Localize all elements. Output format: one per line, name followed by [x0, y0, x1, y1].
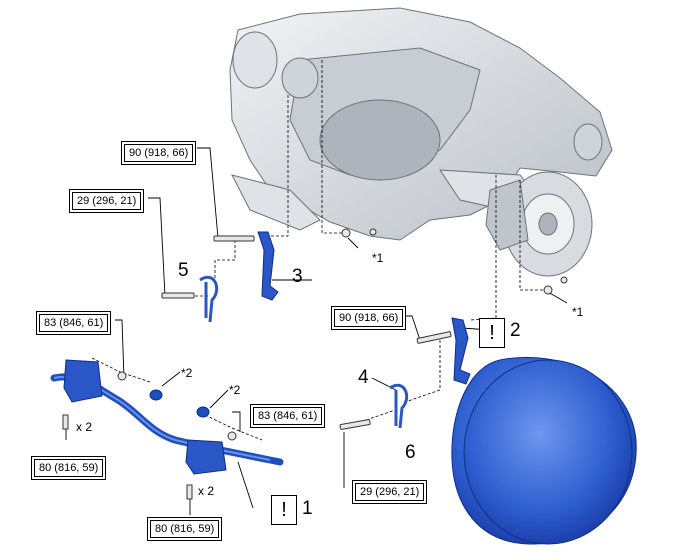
stabilizer-link-no3 — [257, 231, 279, 301]
torque-spec-text: 90 (918, 66) — [124, 144, 194, 162]
callout-2: 2 — [510, 320, 521, 341]
torque-spec-box: 29 (296, 21) — [352, 480, 428, 504]
torque-spec-box: 83 (846, 61) — [36, 311, 112, 335]
caution-mark: ! — [479, 318, 505, 348]
washers — [149, 389, 210, 418]
note-mark: *2 — [229, 383, 241, 397]
note-mark: *1 — [372, 251, 384, 265]
caution-mark: ! — [271, 495, 297, 525]
callout-6: 6 — [405, 442, 416, 463]
torque-spec-text: 83 (846, 61) — [39, 314, 109, 332]
fasteners — [62, 228, 568, 500]
callout-3: 3 — [292, 266, 303, 287]
torque-spec-text: 29 (296, 21) — [72, 192, 142, 210]
quantity-label: x 2 — [198, 484, 215, 498]
torque-spec-text: 90 (918, 66) — [334, 309, 404, 327]
torque-spec-text: 83 (846, 61) — [253, 407, 323, 425]
torque-spec-box: 29 (296, 21) — [69, 189, 145, 213]
quantity-label: x 2 — [76, 420, 93, 434]
torque-spec-box: 90 (918, 66) — [331, 306, 407, 330]
torque-spec-box: 80 (816, 59) — [147, 517, 223, 541]
torque-spec-box: 83 (846, 61) — [250, 404, 326, 428]
grease-container — [451, 356, 637, 545]
callout-5: 5 — [178, 260, 189, 281]
torque-spec-text: 80 (816, 59) — [34, 459, 104, 477]
torque-spec-text: 29 (296, 21) — [355, 483, 425, 501]
callout-1: 1 — [302, 498, 313, 519]
note-mark: *2 — [181, 366, 193, 380]
bushing-clip-no5 — [199, 276, 219, 323]
stabilizer-link-no2 — [451, 317, 471, 385]
torque-spec-box: 80 (816, 59) — [31, 456, 107, 480]
torque-spec-box: 90 (918, 66) — [121, 141, 197, 165]
brake-disc — [485, 171, 593, 277]
stabilizer-bar-assembly — [50, 359, 284, 475]
bushing-clip-no4 — [389, 384, 409, 429]
torque-spec-text: 80 (816, 59) — [150, 520, 220, 538]
note-mark: *1 — [572, 305, 584, 319]
callout-4: 4 — [358, 367, 369, 388]
